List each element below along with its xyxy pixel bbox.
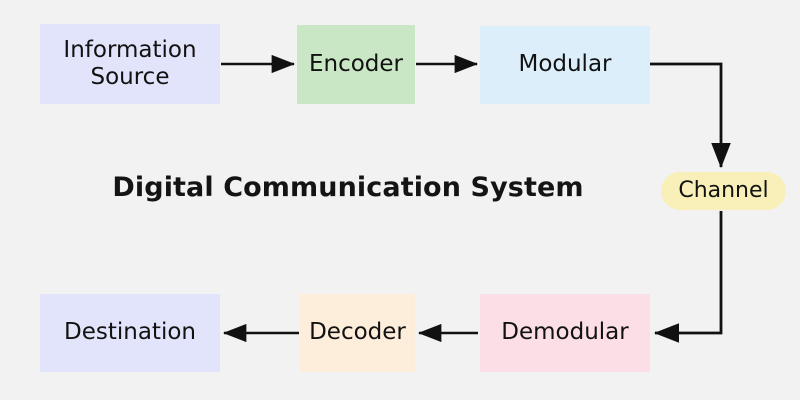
arrow-channel-to-demodular (653, 211, 723, 343)
node-demodular-label: Demodular (501, 319, 629, 346)
node-channel[interactable]: Channel (661, 172, 786, 210)
node-destination-label: Destination (64, 319, 196, 346)
node-encoder-label: Encoder (308, 50, 404, 77)
node-modular-label: Modular (518, 51, 612, 78)
node-modular[interactable]: Modular (480, 26, 650, 104)
node-information-source[interactable]: Information Source (40, 24, 220, 104)
node-decoder-label: Decoder (309, 319, 406, 346)
arrow-modular-to-channel (650, 62, 731, 169)
node-information-source-label: Information Source (63, 36, 197, 90)
node-destination[interactable]: Destination (40, 294, 220, 372)
node-channel-label: Channel (678, 178, 769, 204)
node-demodular[interactable]: Demodular (480, 294, 650, 372)
node-decoder[interactable]: Decoder (300, 294, 415, 372)
diagram-title: Digital Communication System (112, 172, 584, 203)
node-encoder[interactable]: Encoder (297, 25, 415, 104)
